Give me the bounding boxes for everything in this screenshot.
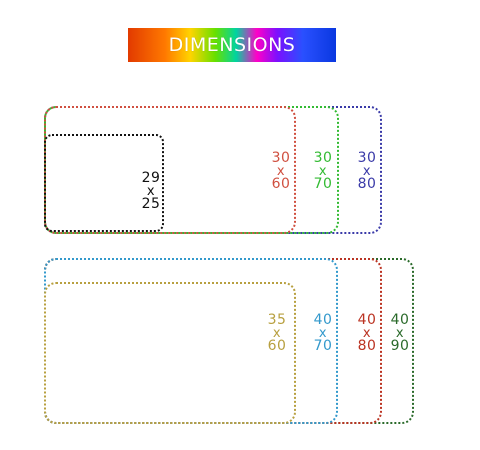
label-width: 40 (390, 312, 410, 328)
label-sep: x (318, 326, 328, 341)
box-bottom-35x60 (44, 282, 296, 424)
label-sep: x (362, 326, 372, 341)
label-top-30x70: 30 x 70 (308, 150, 338, 192)
label-height: 60 (271, 176, 291, 192)
label-height: 70 (313, 176, 333, 192)
label-height: 90 (390, 338, 410, 354)
label-width: 40 (313, 312, 333, 328)
label-sep: x (362, 164, 372, 179)
label-top-30x60: 30 x 60 (266, 150, 296, 192)
label-width: 40 (357, 312, 377, 328)
label-sep: x (395, 326, 405, 341)
label-bottom-40x80: 40 x 80 (352, 312, 382, 354)
label-width: 35 (267, 312, 287, 328)
label-height: 60 (267, 338, 287, 354)
label-sep: x (272, 326, 282, 341)
label-bottom-35x60: 35 x 60 (262, 312, 292, 354)
label-width: 29 (141, 170, 161, 186)
label-height: 80 (357, 176, 377, 192)
label-height: 80 (357, 338, 377, 354)
label-bottom-40x70: 40 x 70 (308, 312, 338, 354)
banner-title: DIMENSIONS (168, 34, 296, 56)
label-top-29x25: 29 x 25 (136, 170, 166, 212)
label-height: 70 (313, 338, 333, 354)
label-sep: x (276, 164, 286, 179)
label-sep: x (318, 164, 328, 179)
label-bottom-40x90: 40 x 90 (385, 312, 415, 354)
label-height: 25 (141, 196, 161, 212)
label-sep: x (146, 184, 156, 199)
dimensions-banner: DIMENSIONS (128, 28, 336, 62)
label-top-30x80: 30 x 80 (352, 150, 382, 192)
label-width: 30 (357, 150, 377, 166)
label-width: 30 (271, 150, 291, 166)
box-top-29x25 (44, 134, 164, 232)
label-width: 30 (313, 150, 333, 166)
